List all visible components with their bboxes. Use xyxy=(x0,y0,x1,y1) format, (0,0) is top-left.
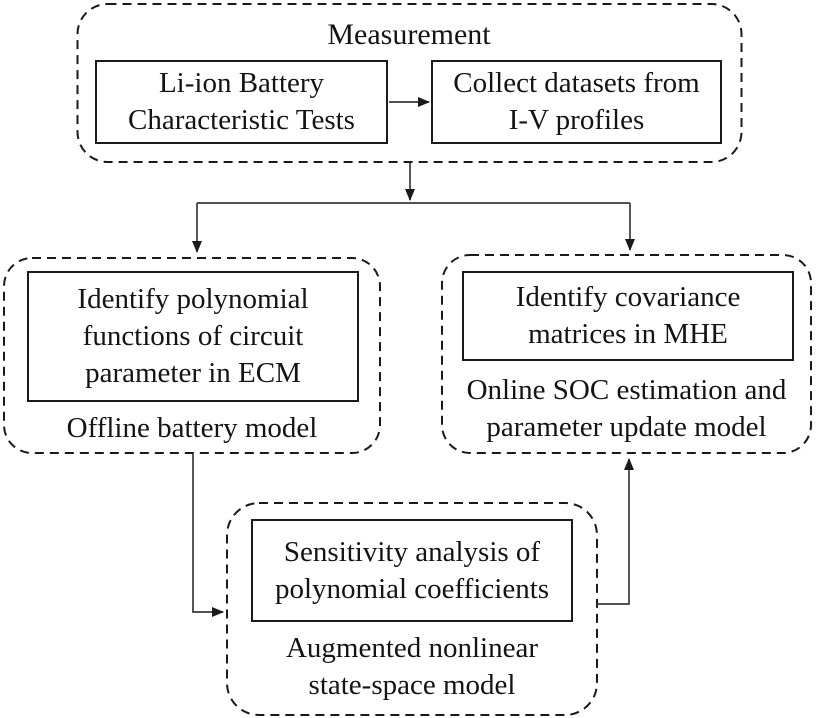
text-line: polynomial coefficients xyxy=(274,572,550,605)
text-line: parameter in ECM xyxy=(85,357,301,389)
text-line: parameter update model xyxy=(486,411,767,443)
tests-box: Li-ion Battery Characteristic Tests xyxy=(95,60,388,144)
arrow-augmented-to-online xyxy=(597,458,634,605)
text-line: Characteristic Tests xyxy=(128,104,355,136)
text-line: Li-ion Battery xyxy=(158,67,325,99)
arrow-offline-to-augmented xyxy=(192,454,224,617)
text-line: Online SOC estimation and xyxy=(466,374,787,406)
text-line: Collect datasets from xyxy=(453,67,700,99)
offline-group-label: Offline battery model xyxy=(4,410,380,447)
text-line: matrices in MHE xyxy=(528,318,728,350)
online-group-label: Online SOC estimation and parameter upda… xyxy=(442,372,811,446)
identify-polynomial-box: Identify polynomial functions of circuit… xyxy=(27,271,359,402)
text-line: I-V profiles xyxy=(508,104,645,136)
sensitivity-analysis-box: Sensitivity analysis of polynomial coeff… xyxy=(251,519,573,622)
identify-covariance-box: Identify covariance matrices in MHE xyxy=(462,271,794,361)
augmented-group-label: Augmented nonlinear state-space model xyxy=(227,630,597,704)
text-line: Sensitivity analysis of xyxy=(283,535,541,568)
text-line: Identify covariance xyxy=(515,281,741,313)
online-group-outline xyxy=(441,254,812,454)
offline-group-outline xyxy=(3,257,381,454)
text-line: state-space model xyxy=(308,669,516,701)
text-line: Augmented nonlinear xyxy=(285,632,539,664)
collect-box: Collect datasets from I-V profiles xyxy=(431,60,722,144)
measurement-title: Measurement xyxy=(327,18,491,51)
text-line: functions of circuit xyxy=(82,320,304,352)
measurement-group-outline xyxy=(76,3,743,163)
augmented-group-outline xyxy=(226,502,598,716)
text-line: Offline battery model xyxy=(66,412,318,444)
text-line: Identify polynomial xyxy=(77,283,309,315)
